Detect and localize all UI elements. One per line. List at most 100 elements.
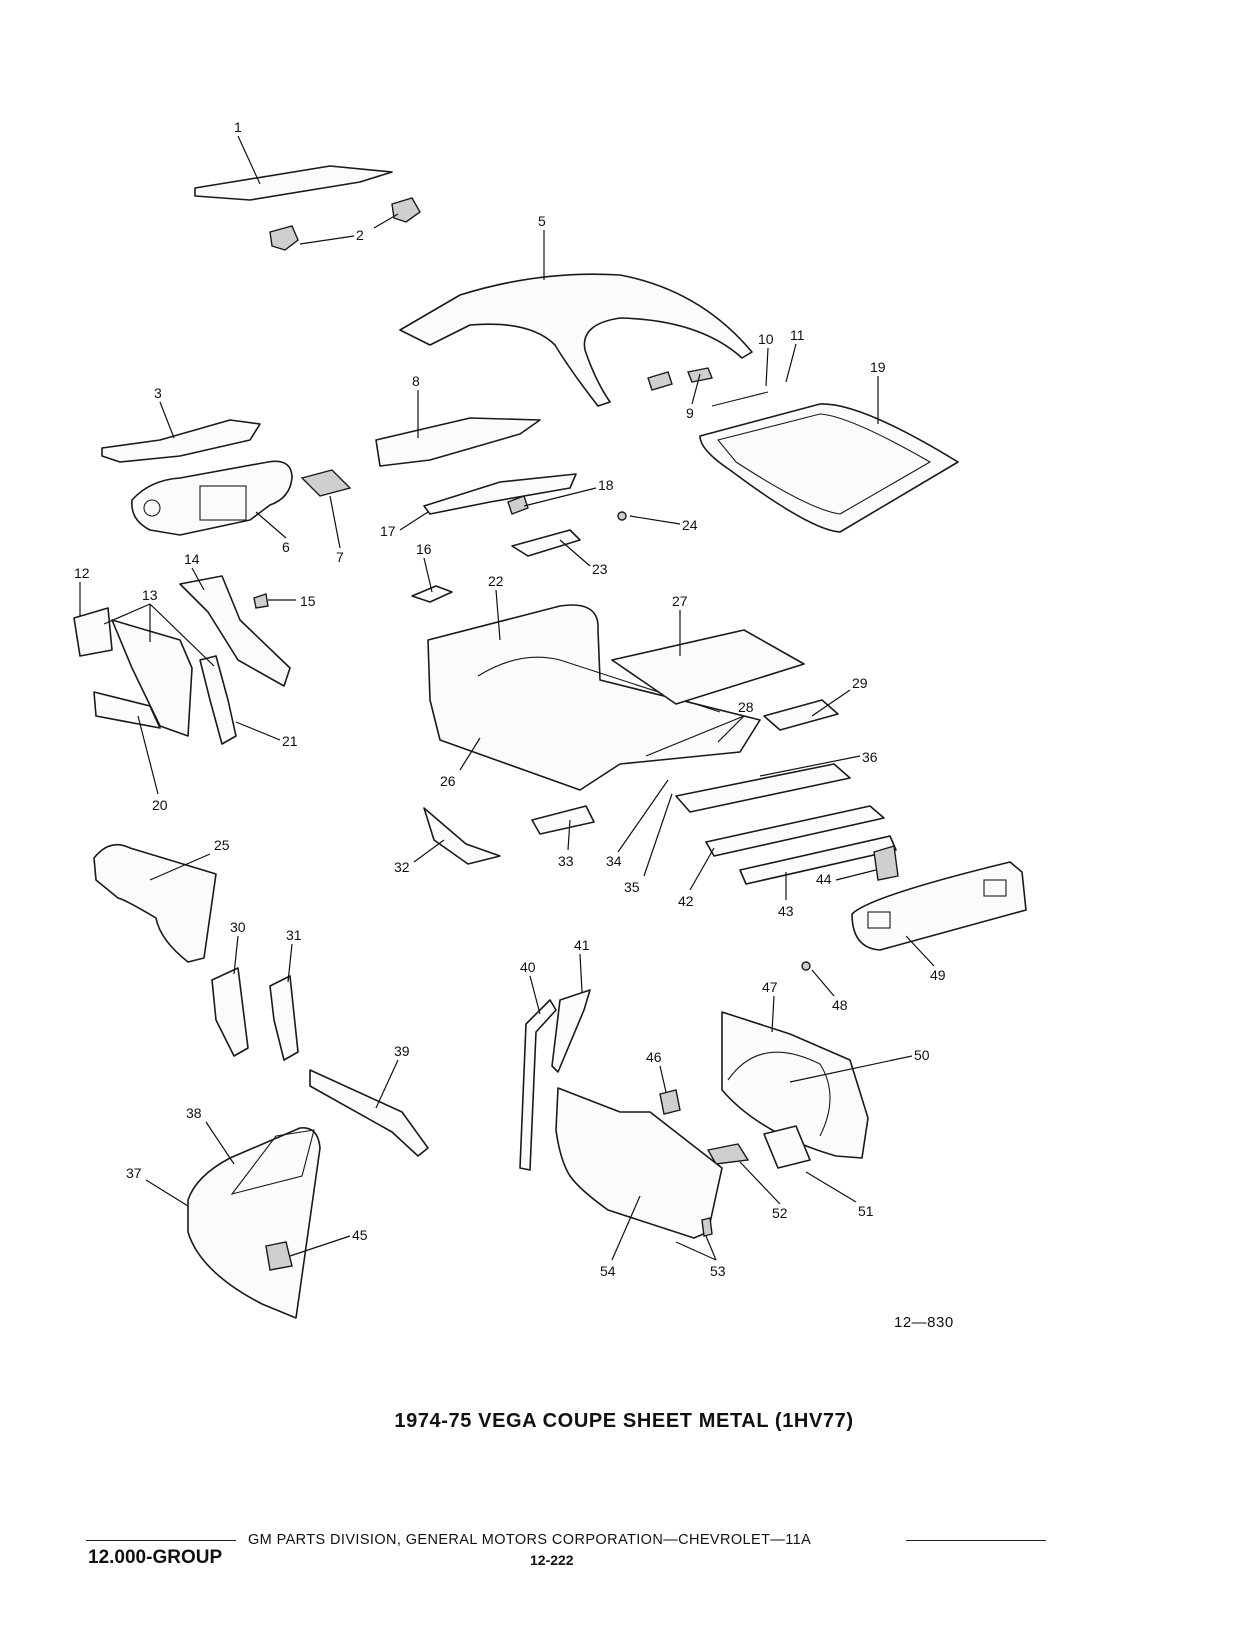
callout-48: 48: [832, 997, 848, 1013]
part-42-crossmember: [705, 805, 885, 857]
callout-6: 6: [282, 539, 290, 555]
part-22-floor-pan: [427, 604, 761, 791]
part-39-rocker: [309, 1069, 429, 1157]
callout-52: 52: [772, 1205, 788, 1221]
leader-25: [149, 853, 211, 881]
callout-29: 29: [852, 675, 868, 691]
leader-44: [835, 869, 877, 881]
callout-12: 12: [74, 565, 90, 581]
leader-lines: [79, 135, 935, 1261]
part-45-handle: [265, 1241, 293, 1271]
callout-1: 1: [234, 119, 242, 135]
leader-30: [233, 935, 239, 975]
leader-33: [567, 819, 571, 851]
part-10-strut: [711, 391, 769, 407]
callout-34: 34: [606, 853, 622, 869]
leader-40: [529, 975, 541, 1015]
callout-11: 11: [790, 327, 805, 343]
part-24-clip: [617, 511, 627, 521]
part-41-pillar: [551, 989, 591, 1073]
part-50-wheelhouse: [727, 1051, 831, 1137]
leader-17: [399, 511, 429, 531]
part-22-tunnel: [477, 656, 721, 713]
leader-24: [629, 515, 681, 525]
leader-26: [459, 737, 481, 771]
footer-text: GM PARTS DIVISION, GENERAL MOTORS CORPOR…: [248, 1532, 812, 1548]
leader-32: [413, 839, 445, 863]
callout-39: 39: [394, 1043, 410, 1059]
leader-46: [659, 1065, 667, 1093]
leader-1: [237, 135, 261, 185]
leader-41: [579, 953, 583, 993]
leader-47: [771, 995, 775, 1033]
leader-14: [191, 567, 205, 591]
callout-26: 26: [440, 773, 456, 789]
callout-28: 28: [738, 699, 754, 715]
leader-49: [905, 935, 935, 967]
callout-31: 31: [286, 927, 302, 943]
callout-33: 33: [558, 853, 574, 869]
leader-36: [759, 755, 861, 777]
leader-10: [765, 347, 769, 387]
part-33-bracket: [531, 805, 595, 835]
part-49-rear-panel: [851, 861, 1027, 951]
leader-11: [785, 343, 797, 383]
part-54-quarter-panel: [555, 1087, 723, 1239]
callout-14: 14: [184, 551, 200, 567]
part-27-rear-floor: [611, 629, 805, 705]
callout-22: 22: [488, 573, 504, 589]
leader-9: [691, 373, 701, 405]
part-18-bracket: [507, 495, 529, 515]
footer-rule-right: [906, 1540, 1046, 1541]
part-6-opening: [199, 485, 247, 521]
callout-41: 41: [574, 937, 590, 953]
callout-37: 37: [126, 1165, 142, 1181]
callout-15: 15: [300, 593, 316, 609]
part-7-vent: [300, 469, 352, 497]
callout-19: 19: [870, 359, 886, 375]
callout-13: 13: [142, 587, 158, 603]
callout-23: 23: [592, 561, 608, 577]
group-label: 12.000-GROUP: [88, 1547, 223, 1568]
leader-48: [811, 969, 835, 997]
leader-38: [205, 1121, 235, 1165]
callout-44: 44: [816, 871, 832, 887]
leader-2a: [299, 235, 355, 245]
callout-7: 7: [336, 549, 344, 565]
part-30-pillar: [211, 967, 249, 1057]
leader-23: [559, 539, 591, 567]
part-37-door-shell: [187, 1127, 321, 1319]
leader-28b: [717, 715, 745, 743]
part-8-shelf-panel: [375, 417, 541, 467]
callout-18: 18: [598, 477, 614, 493]
callout-46: 46: [646, 1049, 662, 1065]
page-title: 1974-75 VEGA COUPE SHEET METAL (1HV77): [394, 1410, 854, 1432]
leader-22: [495, 589, 501, 641]
part-40-pillar: [519, 999, 557, 1171]
leader-50: [789, 1055, 913, 1083]
leader-3: [159, 401, 175, 439]
leader-16: [423, 557, 433, 593]
part-20-bracket: [93, 691, 161, 729]
part-5-roof-panel: [399, 273, 753, 407]
callout-2: 2: [356, 227, 364, 243]
part-48-clip: [801, 961, 811, 971]
part-19-glass-inner: [717, 413, 932, 515]
part-52-bracket: [706, 1143, 750, 1165]
part-12-panel: [73, 607, 113, 657]
part-38-window-frame: [230, 1129, 315, 1195]
callout-labels: 1 2 3 5 6 7 8 9 10 11 12 13 14 15 16 17 …: [74, 119, 946, 1279]
part-29-sill: [763, 699, 839, 731]
part-46-bracket: [659, 1089, 681, 1115]
callout-43: 43: [778, 903, 794, 919]
part-51-bracket: [763, 1125, 811, 1169]
figure-id: 12—830: [894, 1314, 954, 1331]
leader-6: [255, 511, 287, 539]
part-16-bracket: [411, 585, 453, 603]
part-2-bracket-left: [269, 225, 299, 251]
part-23-bracket: [511, 529, 581, 557]
callout-40: 40: [520, 959, 536, 975]
leader-2b: [373, 213, 399, 229]
part-36-rear-rail: [675, 763, 851, 813]
leader-13c: [149, 603, 215, 667]
